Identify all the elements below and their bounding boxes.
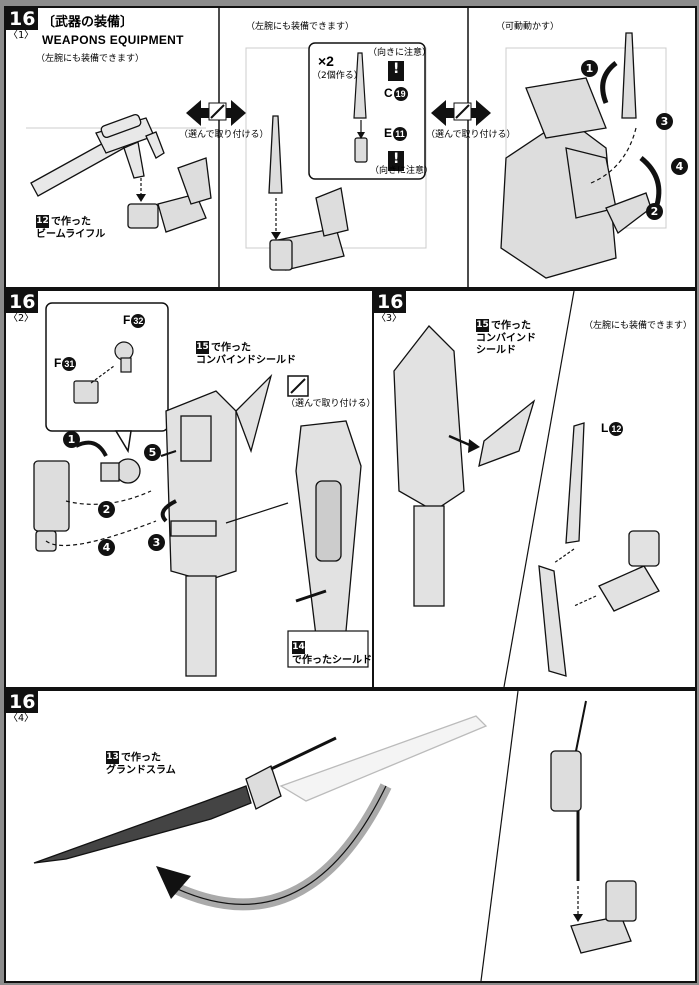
badge-2: 2 <box>646 203 663 220</box>
warn-icon: ! <box>393 61 400 77</box>
badge-4: 4 <box>98 539 115 556</box>
step-title-en: WEAPONS EQUIPMENT <box>42 33 184 47</box>
orient-note-1: （向きに注意） <box>368 48 432 58</box>
x2-label: ×2 <box>318 53 334 69</box>
right-note: （可動動かす） <box>496 22 560 32</box>
combined-shield <box>165 373 273 677</box>
swap-arrow-2 <box>431 100 491 126</box>
shield-14 <box>295 420 362 637</box>
swap-arrow-1 <box>186 100 246 126</box>
step-label: 16 〈3〉 <box>374 291 407 324</box>
badge-1: 1 <box>63 431 80 448</box>
beam-saber-1 <box>268 115 283 194</box>
grandslam-sword <box>33 715 488 864</box>
step-label: 16 〈2〉 <box>6 291 39 324</box>
panel-step-16-4: 16 〈4〉 <box>4 689 697 983</box>
badge-3: 3 <box>656 113 673 130</box>
blade-l12 <box>538 422 660 677</box>
shield-14-label: 14 で作ったシールド <box>292 641 372 666</box>
hand-left-1 <box>127 157 212 233</box>
step-label: 16 〈1〉 <box>6 8 39 41</box>
beam-rifle <box>30 113 165 197</box>
panel-step-16-1: 16 〈1〉 〔武器の装備〕 WEAPONS EQUIPMENT <box>4 6 697 289</box>
mech-torso <box>500 32 652 279</box>
note-left-arm: （左腕にも装備できます） <box>36 54 145 64</box>
swap-note-1: （選んで取り付ける） <box>179 130 269 140</box>
swap-note: （選んで取り付ける） <box>286 399 374 409</box>
step-title-jp: 〔武器の装備〕 <box>42 15 134 30</box>
step-number: 16 <box>6 8 39 30</box>
warn-icon: ! <box>393 151 400 167</box>
step-label: 16 〈4〉 <box>6 691 39 724</box>
swap-note-2: （選んで取り付ける） <box>426 130 516 140</box>
badge-2: 2 <box>98 501 115 518</box>
panel4-drawing <box>33 691 637 981</box>
note-mid: （左腕にも装備できます） <box>246 22 355 32</box>
x2-note: （2個作る） <box>312 71 363 81</box>
combined-shield-3 <box>393 325 536 607</box>
badge-3: 3 <box>148 534 165 551</box>
badge-4: 4 <box>671 158 688 175</box>
badge-5: 5 <box>144 444 161 461</box>
badge-1: 1 <box>581 60 598 77</box>
panel1-drawing <box>26 8 667 287</box>
panel2-drawing <box>33 302 369 677</box>
panel-step-16-2: 16 〈2〉 <box>4 289 374 689</box>
orient-note-2: （向きに注意） <box>370 166 434 176</box>
step-sub: 〈1〉 <box>8 30 35 41</box>
panel3-drawing <box>393 291 660 687</box>
note-left-arm: （左腕にも装備できます） <box>584 321 693 331</box>
